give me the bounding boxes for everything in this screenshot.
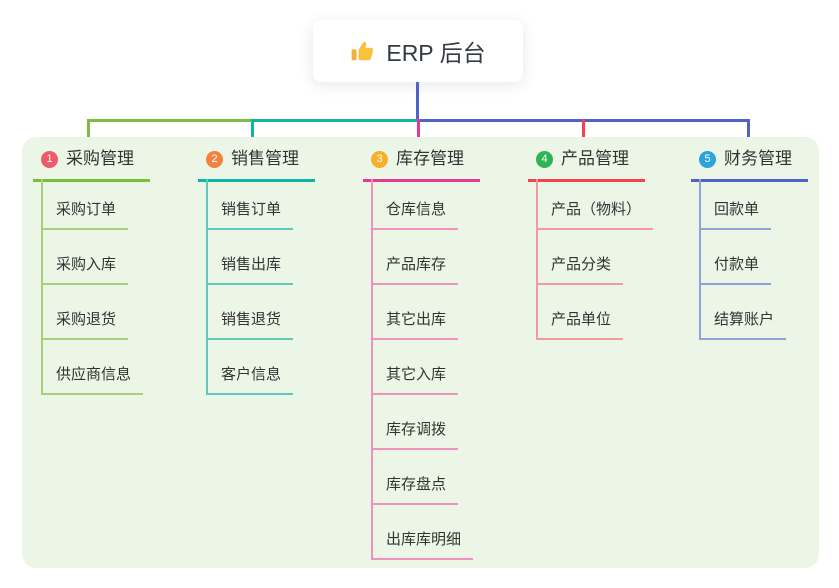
child-node-other-inbound[interactable]: 其它入库 — [371, 365, 459, 395]
child-node-receipt-bill[interactable]: 回款单 — [699, 200, 772, 230]
branch-node-sales[interactable]: 2 销售管理 — [198, 147, 315, 182]
child-node-payment-bill[interactable]: 付款单 — [699, 255, 772, 285]
drop-connector-sales — [251, 119, 254, 149]
child-node-outbound-detail[interactable]: 出库库明细 — [371, 530, 474, 560]
branch-purchase: 1 采购管理 采购订单 采购入库 采购退货 供应商信息 — [33, 0, 205, 588]
branch-label: 销售管理 — [231, 149, 299, 168]
branch-finance: 5 财务管理 回款单 付款单 结算账户 — [691, 0, 839, 588]
child-node-supplier-info[interactable]: 供应商信息 — [41, 365, 144, 395]
child-node-product-stock[interactable]: 产品库存 — [371, 255, 459, 285]
drop-connector-product — [582, 119, 585, 149]
child-node-stock-count[interactable]: 库存盘点 — [371, 475, 459, 505]
branch-children-spine — [41, 179, 43, 395]
root-title: ERP 后台 — [386, 40, 486, 66]
group-container — [22, 137, 819, 568]
child-node-product-unit[interactable]: 产品单位 — [536, 310, 624, 340]
branch-sales: 2 销售管理 销售订单 销售出库 销售退货 客户信息 — [198, 0, 370, 588]
branch-children-spine — [206, 179, 208, 395]
child-node-purchase-return[interactable]: 采购退货 — [41, 310, 129, 340]
drop-connector-inventory — [417, 119, 420, 149]
branch-number-badge: 4 — [536, 150, 553, 168]
branch-children-spine — [536, 179, 538, 340]
branch-label: 采购管理 — [66, 149, 134, 168]
bus-connector-purchase — [87, 119, 253, 122]
bus-connector-sales — [251, 119, 419, 122]
branch-label: 财务管理 — [724, 149, 792, 168]
branch-node-purchase[interactable]: 1 采购管理 — [33, 147, 150, 182]
branch-node-inventory[interactable]: 3 库存管理 — [363, 147, 480, 182]
branch-node-product[interactable]: 4 产品管理 — [528, 147, 645, 182]
child-node-product-material[interactable]: 产品（物料） — [536, 200, 654, 230]
child-node-settlement-account[interactable]: 结算账户 — [699, 310, 787, 340]
branch-number-badge: 2 — [206, 150, 223, 168]
child-node-warehouse-info[interactable]: 仓库信息 — [371, 200, 459, 230]
branch-number-badge: 5 — [699, 150, 716, 168]
branch-label: 库存管理 — [396, 149, 464, 168]
branch-number-badge: 3 — [371, 150, 388, 168]
branch-product: 4 产品管理 产品（物料） 产品分类 产品单位 — [528, 0, 700, 588]
child-node-product-category[interactable]: 产品分类 — [536, 255, 624, 285]
child-node-sales-outbound[interactable]: 销售出库 — [206, 255, 294, 285]
child-node-purchase-inbound[interactable]: 采购入库 — [41, 255, 129, 285]
branch-children-spine — [371, 179, 373, 560]
child-node-stock-transfer[interactable]: 库存调拨 — [371, 420, 459, 450]
child-node-customer-info[interactable]: 客户信息 — [206, 365, 294, 395]
root-stem-connector — [416, 82, 419, 120]
child-node-sales-order[interactable]: 销售订单 — [206, 200, 294, 230]
thumbs-up-icon — [351, 41, 374, 61]
drop-connector-purchase — [87, 119, 90, 149]
branch-label: 产品管理 — [561, 149, 629, 168]
drop-connector-finance — [747, 119, 750, 149]
child-node-purchase-order[interactable]: 采购订单 — [41, 200, 129, 230]
branch-inventory: 3 库存管理 仓库信息 产品库存 其它出库 其它入库 库存调拨 库存盘点 出库库… — [363, 0, 535, 588]
root-node[interactable]: ERP 后台 — [313, 20, 523, 82]
child-node-other-outbound[interactable]: 其它出库 — [371, 310, 459, 340]
branch-number-badge: 1 — [41, 150, 58, 168]
branch-children-spine — [699, 179, 701, 340]
branch-node-finance[interactable]: 5 财务管理 — [691, 147, 808, 182]
child-node-sales-return[interactable]: 销售退货 — [206, 310, 294, 340]
